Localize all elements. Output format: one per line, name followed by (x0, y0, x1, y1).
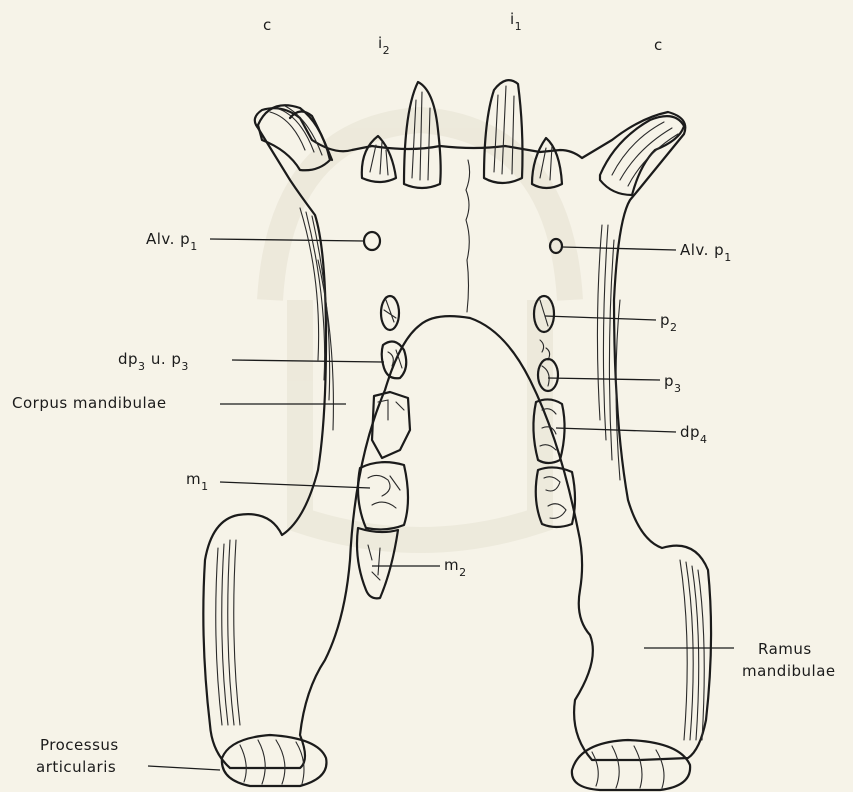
label-ramus-line2: mandibulae (742, 662, 836, 680)
label-i2: i2 (378, 34, 390, 57)
label-p2: p2 (660, 311, 678, 334)
canine-right (600, 116, 684, 195)
symphysis-suture (466, 160, 470, 312)
incisor-i1-left (404, 82, 441, 188)
ramus-hatching-left (216, 540, 240, 725)
label-alv-p1-right: Alv. p1 (680, 241, 732, 264)
processus-articularis-left (222, 735, 327, 786)
label-alv-p1-left: Alv. p1 (146, 230, 198, 253)
label-c-left: c (263, 16, 272, 34)
processus-articularis-right (572, 740, 690, 790)
label-p3: p3 (664, 372, 682, 395)
label-ramus-line1: Ramus (758, 640, 812, 658)
alveolus-p1-left (364, 232, 380, 250)
label-dp4: dp4 (680, 423, 708, 446)
label-c-right: c (654, 36, 663, 54)
label-processus-line1: Processus (40, 736, 119, 754)
label-m1: m1 (186, 470, 209, 493)
label-i1: i1 (510, 10, 522, 33)
ramus-hatching-right (680, 560, 704, 740)
label-m2: m2 (444, 556, 467, 579)
label-dp3-p3: dp3 u. p3 (118, 350, 189, 373)
label-processus-line2: articularis (36, 758, 116, 776)
label-corpus-mandibulae: Corpus mandibulae (12, 394, 167, 412)
leader-lines (148, 239, 734, 770)
